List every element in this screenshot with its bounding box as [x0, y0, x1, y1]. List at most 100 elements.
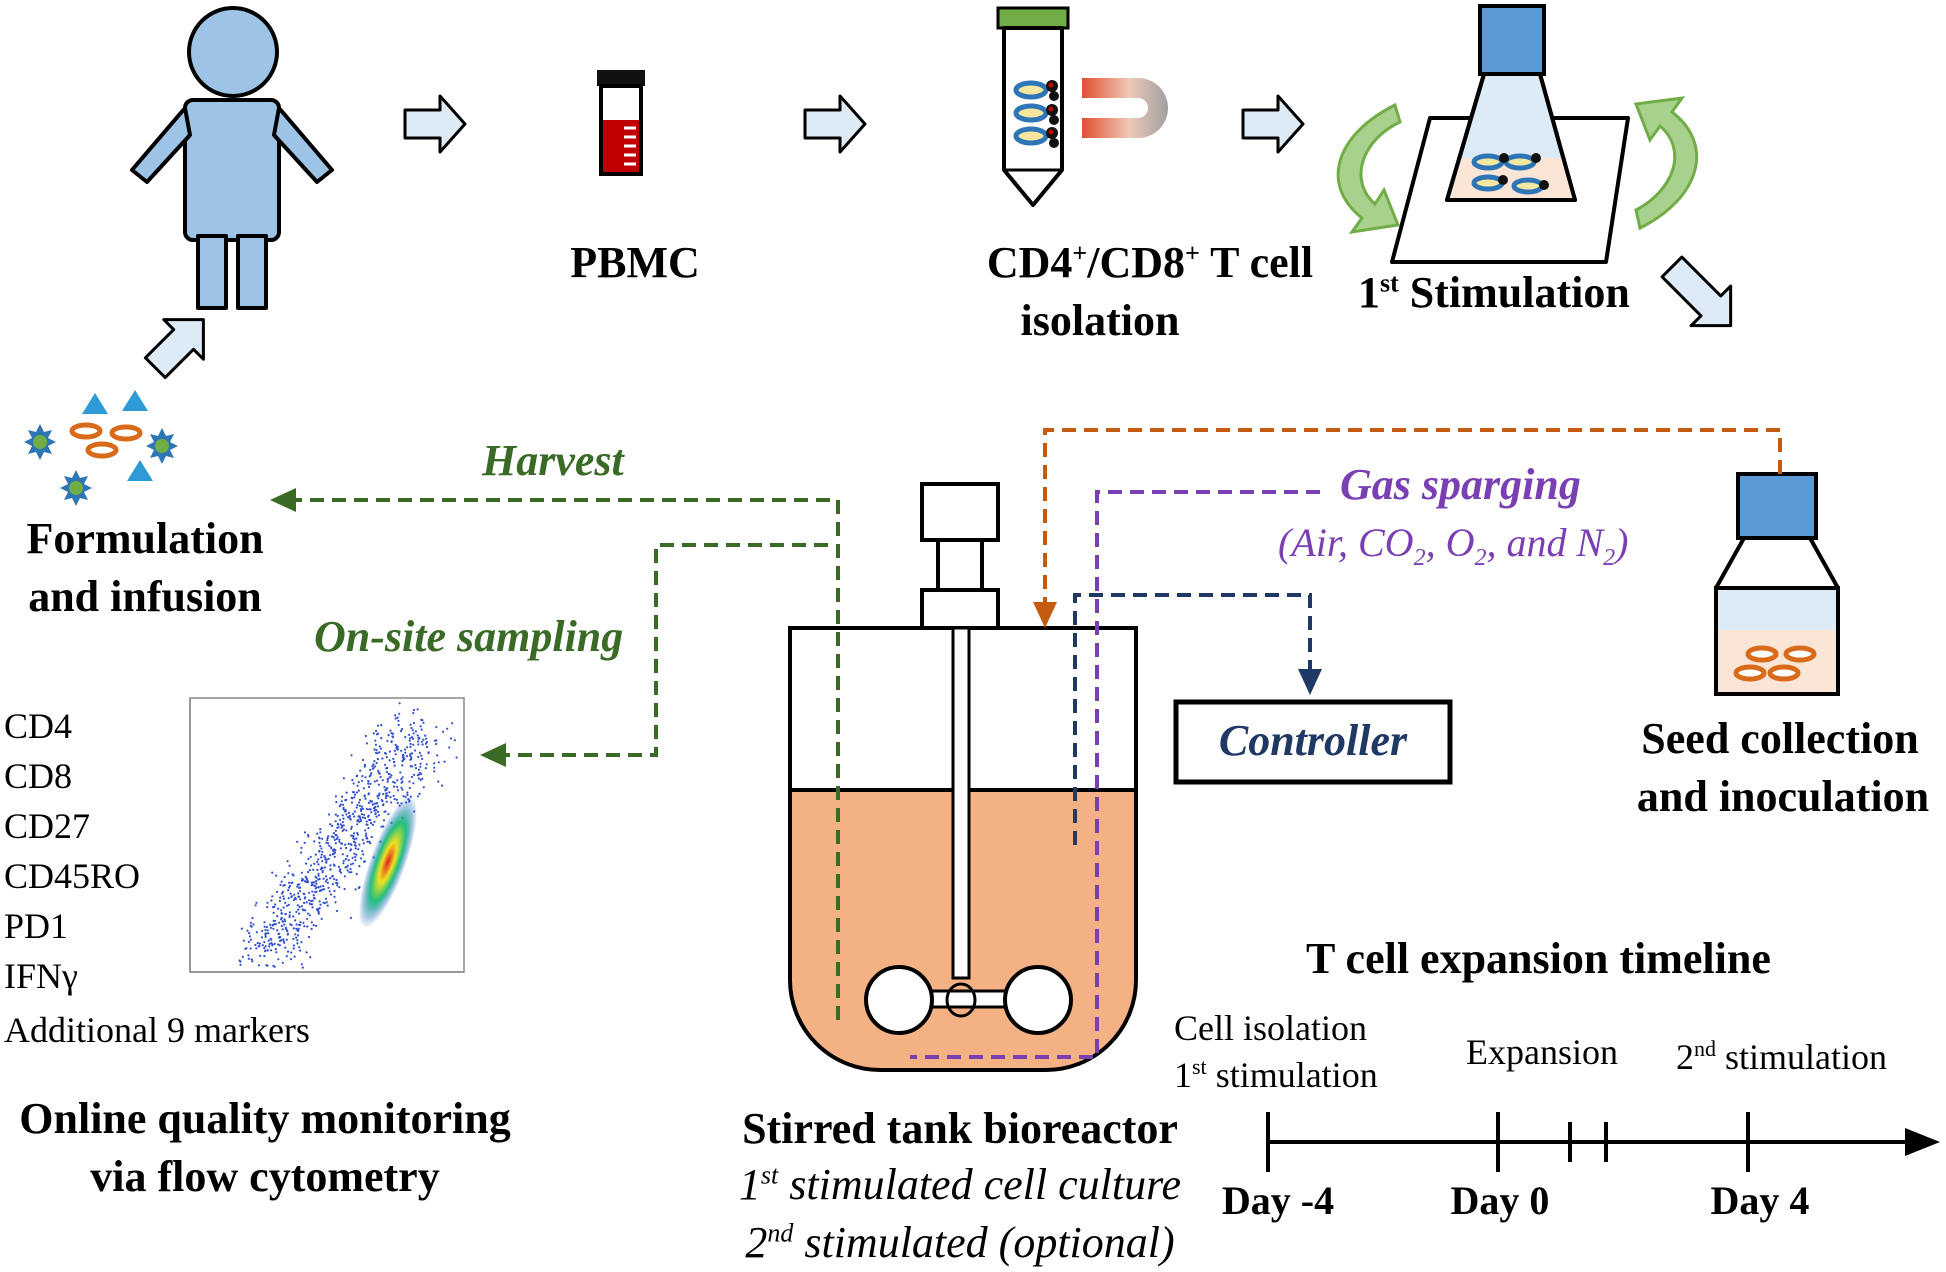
cytometry-event-dot	[343, 875, 346, 878]
cytometry-event-dot	[375, 802, 378, 805]
cytometry-event-dot	[284, 926, 287, 930]
cytometry-event-dot	[347, 859, 350, 862]
cytometry-event-dot	[414, 749, 417, 752]
cytometry-event-dot	[294, 896, 297, 900]
cytometry-event-dot	[401, 788, 404, 791]
cytometry-event-dot	[374, 805, 377, 809]
cytometry-event-dot	[345, 813, 348, 816]
cytometry-event-dot	[409, 742, 412, 746]
cytometry-event-dot	[300, 851, 303, 854]
pbmc-label: PBMC	[570, 238, 700, 287]
cytometry-event-dot	[272, 919, 275, 923]
flow-arrow-icon	[403, 94, 467, 154]
cytometry-event-dot	[322, 877, 325, 880]
cytometry-event-dot	[274, 948, 277, 951]
marker-item: Additional 9 markers	[4, 1010, 310, 1050]
cytometry-event-dot	[417, 755, 420, 759]
cytometry-event-dot	[372, 807, 375, 810]
cytometry-event-dot	[384, 763, 387, 766]
cytometry-event-dot	[374, 739, 377, 742]
conical-tube-icon	[996, 6, 1070, 207]
cytometry-event-dot	[344, 808, 347, 811]
cytometry-event-dot	[307, 833, 310, 837]
cytometry-event-dot	[417, 777, 420, 780]
cytometry-event-dot	[384, 752, 388, 755]
cytometry-event-dot	[419, 778, 422, 782]
cytometry-event-dot	[355, 775, 358, 778]
cytometry-event-dot	[386, 780, 389, 783]
cytometry-event-dot	[417, 740, 420, 743]
cytometry-event-dot	[373, 780, 376, 783]
cytometry-event-dot	[365, 820, 368, 823]
cytometry-event-dot	[353, 796, 356, 799]
cytometry-event-dot	[363, 765, 366, 768]
cytometry-event-dot	[418, 792, 421, 796]
cytometry-event-dot	[394, 717, 397, 720]
cytometry-event-dot	[375, 815, 378, 818]
cytometry-event-dot	[316, 860, 319, 864]
cytometry-event-dot	[339, 803, 342, 806]
cytometry-event-dot	[271, 895, 274, 898]
cytometry-event-dot	[282, 895, 285, 898]
cytometry-event-dot	[329, 864, 332, 867]
cytometry-event-dot	[380, 825, 383, 828]
cytometry-event-dot	[292, 927, 295, 930]
controller-arrowhead	[1298, 669, 1322, 695]
cytometry-event-dot	[349, 916, 352, 920]
cytometry-event-dot	[257, 945, 260, 948]
cytometry-event-dot	[319, 885, 322, 888]
cytometry-event-dot	[271, 871, 274, 874]
cytometry-event-dot	[263, 955, 266, 958]
cytometry-event-dot	[311, 906, 314, 909]
stimulation-label: 1st Stimulation	[1358, 268, 1630, 317]
cytometry-event-dot	[284, 901, 287, 904]
cytometry-event-dot	[277, 907, 280, 910]
cytometry-event-dot	[299, 890, 302, 893]
cytometry-event-dot	[266, 906, 269, 909]
cytometry-event-dot	[371, 803, 374, 806]
cytometry-event-dot	[377, 810, 380, 814]
cytometry-event-dot	[300, 941, 303, 944]
cytometry-event-dot	[283, 875, 286, 879]
cytometry-event-dot	[333, 878, 336, 881]
cytometry-event-dot	[320, 847, 323, 850]
cytometry-event-dot	[371, 823, 375, 827]
cytometry-event-dot	[285, 904, 289, 907]
cytometry-event-dot	[353, 810, 356, 813]
cytometry-event-dot	[290, 881, 293, 885]
cytometry-event-dot	[365, 742, 368, 745]
cytometry-event-dot	[420, 728, 423, 731]
cytometry-event-dot	[249, 938, 252, 941]
cytometry-event-dot	[326, 881, 329, 884]
cytometry-event-dot	[395, 745, 398, 748]
cytometry-event-dot	[404, 736, 407, 739]
cytometry-event-dot	[369, 782, 372, 786]
bioreactor-line2: 1st stimulated cell culture	[738, 1160, 1182, 1209]
cytometry-event-dot	[318, 889, 321, 893]
cytometry-event-dot	[401, 764, 404, 767]
cytometry-event-dot	[303, 831, 307, 834]
cytometry-event-dot	[338, 805, 341, 808]
cytometry-event-dot	[396, 716, 399, 719]
cytometry-event-dot	[292, 874, 295, 877]
cytometry-event-dot	[282, 884, 285, 887]
gas-sparging-line	[910, 490, 1320, 1059]
cytometry-event-dot	[355, 791, 358, 794]
cytometry-event-dot	[305, 901, 308, 904]
cytometry-event-dot	[425, 741, 428, 744]
seed-label-line1: Seed collection	[1641, 714, 1919, 763]
cytometry-event-dot	[334, 834, 337, 837]
cytometry-event-dot	[398, 712, 401, 715]
cytometry-event-dot	[446, 727, 449, 730]
cytometry-event-dot	[248, 932, 251, 935]
cytometry-event-dot	[370, 835, 373, 839]
rotation-arrow-icon	[1336, 102, 1402, 235]
cytometry-event-dot	[393, 798, 396, 801]
cytometry-event-dot	[303, 901, 306, 905]
bioreactor-line3: 2nd stimulated (optional)	[745, 1218, 1175, 1267]
cytometry-event-dot	[370, 811, 373, 814]
cytometry-event-dot	[270, 899, 273, 902]
cytometry-event-dot	[410, 757, 413, 761]
cytometry-event-dot	[406, 746, 409, 749]
cytometry-event-dot	[298, 946, 301, 949]
